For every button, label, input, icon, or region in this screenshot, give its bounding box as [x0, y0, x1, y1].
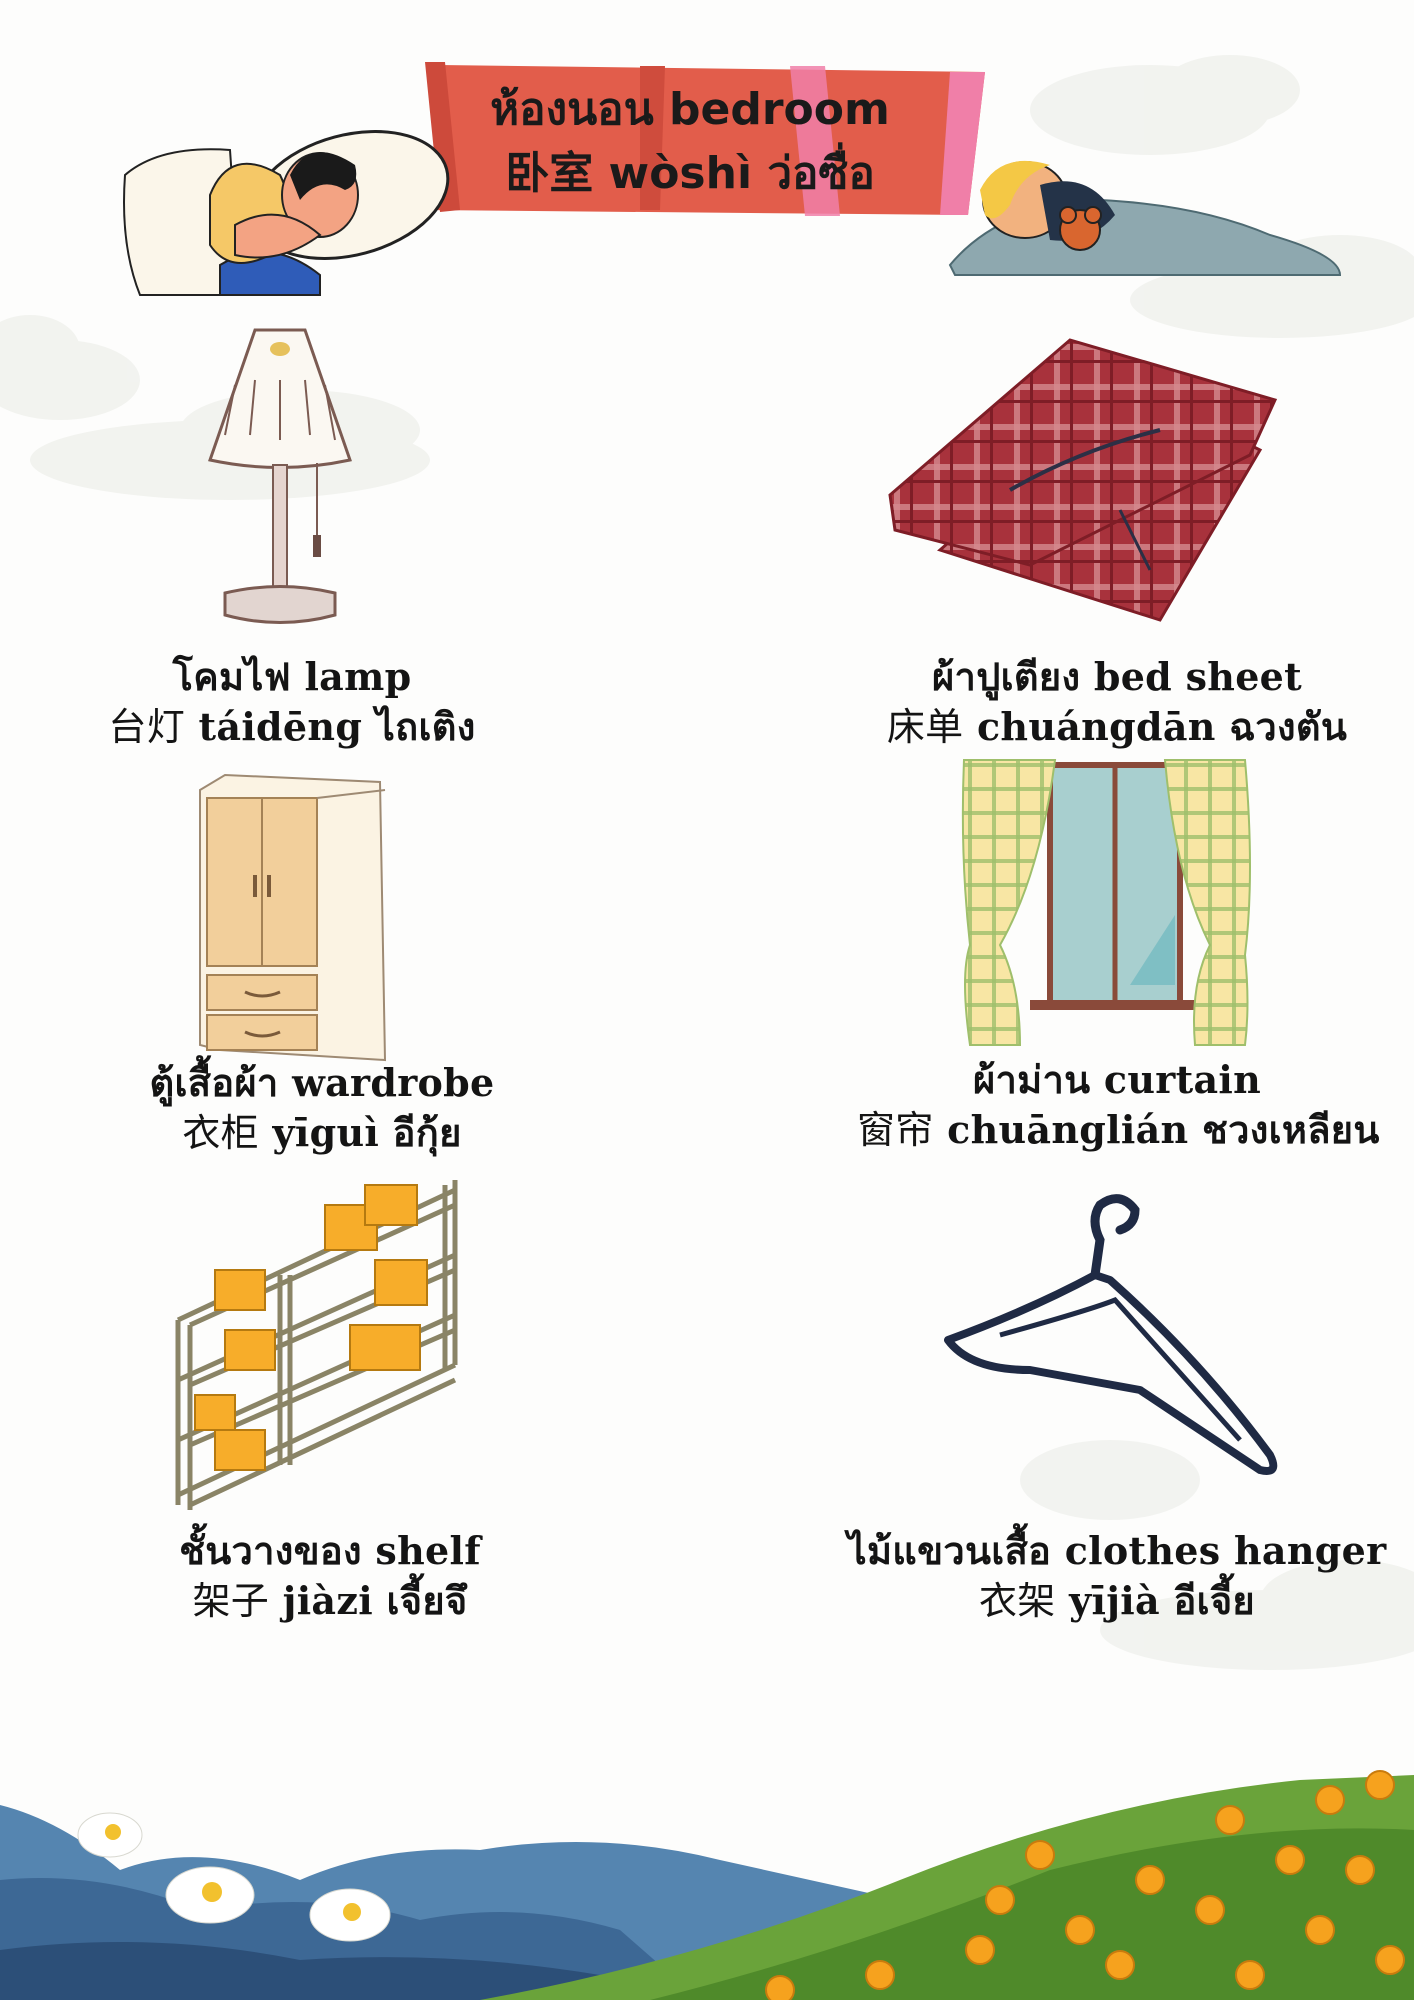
title-banner	[425, 62, 985, 216]
caption-curtain-chinese: 窗帘	[857, 1108, 934, 1152]
caption-wardrobe-chinese: 衣柜	[182, 1111, 259, 1155]
caption-shelf: ชั้นวางของ shelf 架子 jiàzi เจี้ยจึ	[130, 1526, 530, 1626]
bed-sheet-icon	[888, 338, 1278, 622]
caption-curtain: ผ้าม่าน curtain 窗帘 chuānglián ชวงเหลียน	[857, 1055, 1380, 1155]
caption-bed-sheet-pinyin: chuángdān ฉวงตัน	[976, 704, 1348, 749]
caption-curtain-pinyin: chuānglián ชวงเหลียน	[947, 1107, 1380, 1152]
caption-shelf-chinese: 架子	[192, 1579, 270, 1623]
page-title: ห้องนอน bedroom 卧室 wòshì ว่อซื่อ	[440, 78, 940, 206]
caption-lamp-title: โคมไฟ lamp	[172, 654, 412, 699]
caption-bed-sheet: ผ้าปูเตียง bed sheet 床单 chuángdān ฉวงตัน	[867, 652, 1367, 752]
caption-lamp: โคมไฟ lamp 台灯 táidēng ไถเติง	[92, 652, 492, 752]
title-line-1: ห้องนอน bedroom	[490, 84, 890, 135]
caption-lamp-chinese: 台灯	[108, 705, 186, 749]
caption-shelf-pinyin: jiàzi เจี้ยจึ	[282, 1578, 468, 1623]
caption-clothes-hanger: ไม้แขวนเสื้อ clothes hanger 衣架 yījià อีเ…	[847, 1526, 1387, 1626]
caption-bed-sheet-title: ผ้าปูเตียง bed sheet	[931, 654, 1302, 699]
sleeping-boy-illustration	[123, 130, 450, 296]
curtain-icon	[961, 759, 1251, 1046]
caption-wardrobe: ตู้เสื้อผ้า wardrobe 衣柜 yīguì อีกุ้ย	[122, 1058, 522, 1158]
caption-bed-sheet-chinese: 床单	[886, 705, 964, 749]
shelf-icon	[175, 1180, 458, 1510]
lamp-icon	[208, 328, 352, 624]
caption-shelf-title: ชั้นวางของ shelf	[179, 1528, 481, 1573]
sleeping-girl-illustration	[948, 160, 1342, 276]
caption-clothes-hanger-title: ไม้แขวนเสื้อ clothes hanger	[847, 1528, 1387, 1573]
caption-clothes-hanger-pinyin: yījià อีเจี้ย	[1069, 1578, 1256, 1623]
title-chinese: 卧室	[505, 148, 594, 199]
caption-lamp-pinyin: táidēng ไถเติง	[198, 704, 476, 749]
caption-clothes-hanger-chinese: 衣架	[978, 1579, 1056, 1623]
caption-wardrobe-title: ตู้เสื้อผ้า wardrobe	[149, 1060, 495, 1105]
clothes-hanger-icon	[944, 1194, 1278, 1475]
caption-curtain-title: ผ้าม่าน curtain	[972, 1057, 1262, 1102]
caption-wardrobe-pinyin: yīguì อีกุ้ย	[272, 1110, 462, 1155]
wardrobe-icon	[199, 773, 387, 1062]
landscape-decoration	[0, 1770, 1414, 2000]
title-pinyin: wòshì ว่อซื่อ	[608, 148, 875, 199]
